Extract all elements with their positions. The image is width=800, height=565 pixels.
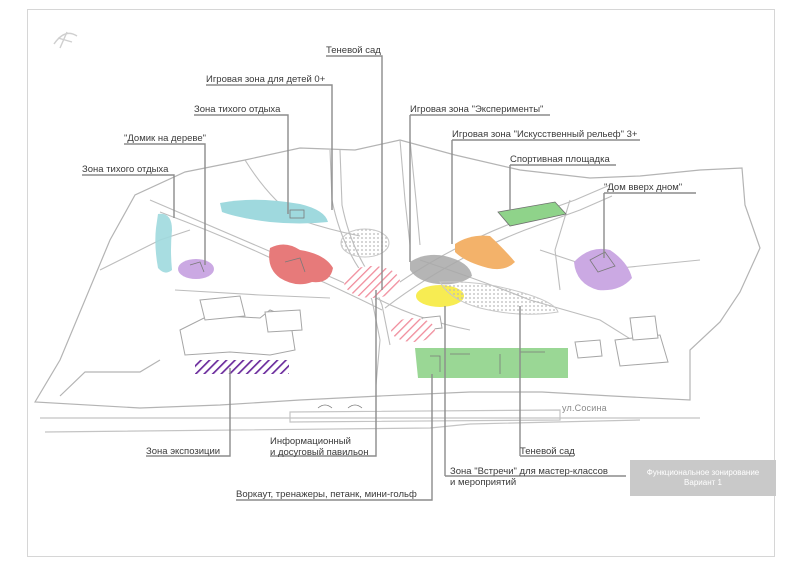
label-meeting-zone-line2: и мероприятий: [450, 477, 517, 488]
zone-workout: [415, 348, 568, 378]
buildings: [179, 295, 669, 367]
zone-experiments: [410, 254, 472, 285]
label-quiet-zone-1: Зона тихого отдыха: [194, 104, 281, 115]
zone-info-hatch: [391, 318, 435, 342]
caption-variant: Вариант 1: [684, 478, 722, 487]
leader-lines: [82, 55, 696, 501]
label-info-pavilion-line2: и досуговый павильон: [270, 447, 369, 458]
north-arrow-icon: [53, 31, 78, 49]
zone-shade-garden-bottom: [439, 281, 559, 315]
zone-kids: [269, 244, 333, 285]
label-shade-garden-bottom: Теневой сад: [520, 446, 575, 457]
label-kids-zone: Игровая зона для детей 0+: [206, 74, 326, 85]
label-meeting-zone-line1: Зона "Встречи" для мастер-классов: [450, 466, 608, 477]
label-experiments-zone: Игровая зона "Эксперименты": [410, 104, 544, 115]
label-sports-ground: Спортивная площадка: [510, 154, 610, 165]
label-treehouse: "Домик на дереве": [124, 133, 206, 144]
label-meeting-zone: Зона "Встречи" для мастер-классов и меро…: [450, 466, 608, 488]
label-info-pavilion: Информационный и досуговый павильон: [270, 436, 368, 458]
street-name: ул.Сосина: [562, 403, 607, 413]
sketch-details: [189, 209, 616, 409]
zone-pavilion-hatch: [344, 266, 400, 298]
zone-upside-down-house: [574, 248, 632, 291]
label-upside-down-house: "Дом вверх дном": [604, 182, 683, 193]
drawing-frame: [27, 9, 775, 557]
zone-quiet-top: [220, 199, 328, 224]
zone-sports: [497, 201, 567, 227]
label-shade-garden-top: Теневой сад: [326, 45, 381, 56]
zone-relief: [455, 235, 515, 270]
zone-shade-garden-top: [340, 228, 390, 258]
caption-title: Функциональное зонирование: [646, 468, 760, 477]
zone-exposition: [195, 360, 289, 374]
label-workout-zone: Воркаут, тренажеры, петанк, мини-гольф: [236, 489, 417, 500]
label-relief-zone: Игровая зона "Искусственный рельеф" 3+: [452, 129, 638, 140]
zone-treehouse: [178, 259, 214, 279]
label-quiet-zone-2: Зона тихого отдыха: [82, 164, 169, 175]
zone-quiet-left: [155, 213, 172, 273]
site-outline: [33, 139, 761, 433]
caption-box: Функциональное зонирование Вариант 1: [630, 460, 776, 496]
label-info-pavilion-line1: Информационный: [270, 436, 351, 447]
label-exposition-zone: Зона экспозиции: [146, 446, 221, 457]
